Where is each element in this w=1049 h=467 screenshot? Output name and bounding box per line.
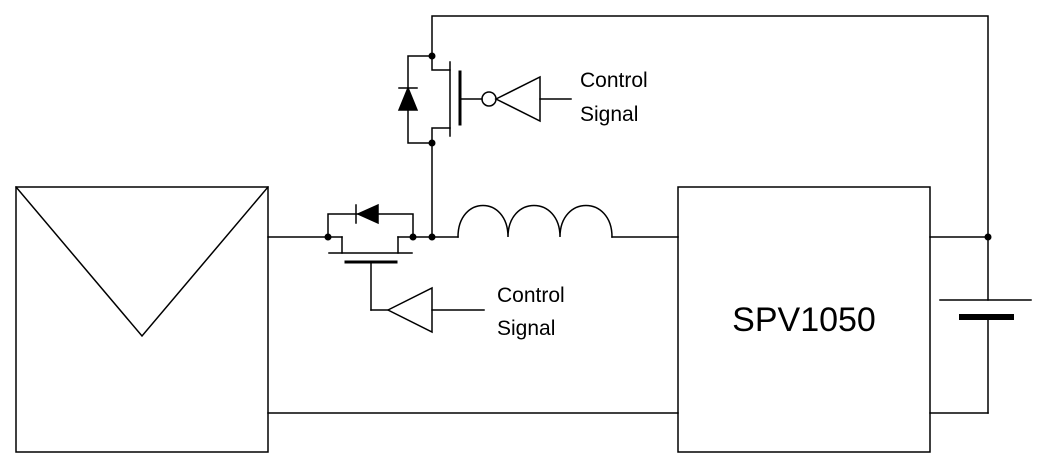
junction-dot <box>428 233 436 241</box>
bottom-control-label-line1: Control <box>497 284 565 307</box>
junction-dot <box>324 233 332 241</box>
top-loop-wire <box>431 15 989 238</box>
bottom-buffer <box>386 286 485 334</box>
junction-dot <box>428 139 436 147</box>
junction-dot <box>428 52 436 60</box>
inductor <box>457 204 613 238</box>
junction-dot <box>984 233 992 241</box>
high-side-mosfet <box>431 55 483 144</box>
junction-dot <box>409 233 417 241</box>
solar-panel <box>14 185 270 453</box>
low-side-mosfet <box>327 236 414 311</box>
spv1050-chip <box>677 186 931 453</box>
bottom-control-label-line2: Signal <box>497 317 555 340</box>
low-side-body-diode <box>327 203 414 238</box>
battery <box>939 299 1032 320</box>
top-control-label-line2: Signal <box>580 103 638 126</box>
high-side-body-diode <box>397 55 433 144</box>
top-inverter <box>481 75 572 123</box>
chip-label: SPV1050 <box>732 301 876 339</box>
top-control-label-line1: Control <box>580 69 648 92</box>
